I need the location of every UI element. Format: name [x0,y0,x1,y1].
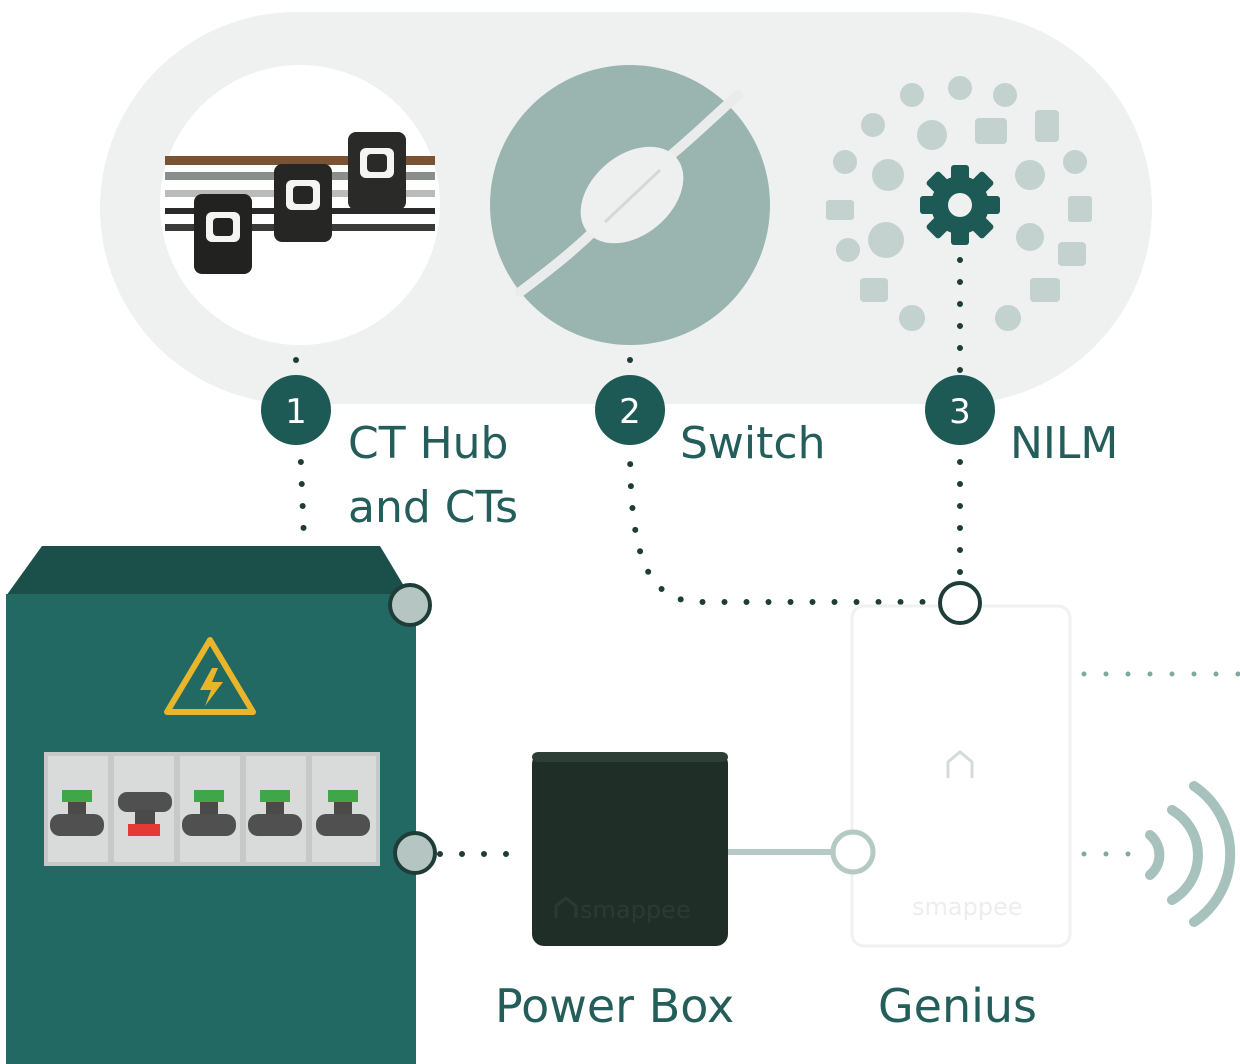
step-number-badge [595,375,665,445]
ct-clamp-icon [160,65,440,345]
appliance-icons [826,76,1092,331]
power-box: smappee [532,752,728,946]
step-label-line2: and CTs [348,482,518,533]
breaker-5 [312,756,376,862]
power-box-brand: smappee [580,896,691,924]
power-box-label: Power Box [495,979,734,1033]
step-number: 3 [949,392,971,432]
distribution-board [6,546,416,1064]
step-1: 1 CT Hub and CTs [261,375,518,533]
genius-brand: smappee [912,893,1023,921]
warning-icon [164,637,256,715]
connector-lines [293,257,1240,857]
step-number-badge [925,375,995,445]
board-connector-node [393,831,437,875]
step-label: NILM [1010,418,1118,469]
genius-power-node [830,829,876,875]
step-label: Switch [680,418,825,469]
board-connector-node [388,583,432,627]
genius-connector-node [938,581,982,625]
step-2: 2 Switch [595,375,825,469]
smappee-logo-icon [554,896,578,918]
smappee-logo-icon [946,750,974,778]
gear-icon [920,165,1000,245]
step-3: 3 NILM [925,375,1118,469]
genius-device: smappee [850,604,1072,948]
step-number: 1 [285,392,307,432]
step-number: 2 [619,392,641,432]
wifi-signal-icon [1145,781,1236,927]
genius-label: Genius [878,979,1037,1033]
breaker-2 [114,756,174,862]
step-number-badge [261,375,331,445]
breaker-3 [180,756,240,862]
step-label: CT Hub [348,418,509,469]
breaker-4 [246,756,306,862]
breaker-1 [48,756,108,862]
smart-plug-switch-icon [490,65,770,345]
